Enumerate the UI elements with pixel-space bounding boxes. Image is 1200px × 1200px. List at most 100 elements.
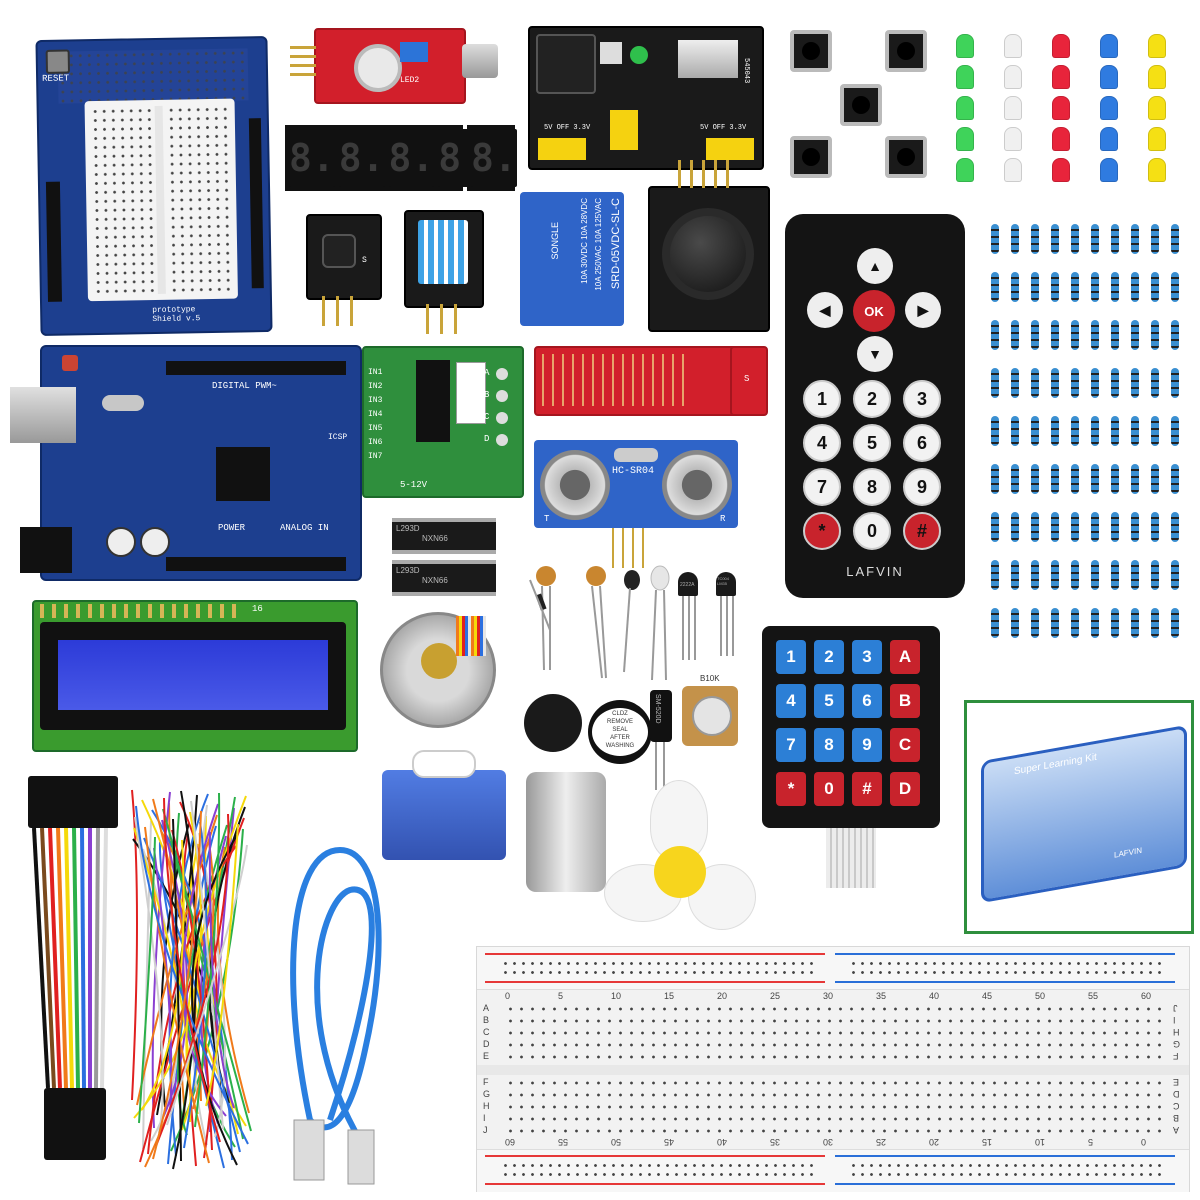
led (1052, 127, 1070, 151)
transistor (678, 572, 698, 596)
electrolytic-capacitor: SM-520D (650, 690, 672, 742)
resistor (991, 416, 999, 446)
passive-buzzer (524, 694, 582, 752)
resistor (1031, 368, 1039, 398)
resistor (1011, 272, 1019, 302)
dupont-wire (100, 827, 108, 1089)
resistor (1031, 560, 1039, 590)
sound-sensor-module: LED2 (314, 28, 466, 104)
resistor (1031, 608, 1039, 638)
remote-brand: LAFVIN (846, 564, 904, 579)
resistor (1031, 224, 1039, 254)
led (956, 34, 974, 58)
resistor (1071, 368, 1079, 398)
lcd-screen (58, 640, 328, 710)
resistor (1031, 416, 1039, 446)
jumper-wire (153, 847, 173, 1113)
keypad-key: 5 (814, 684, 844, 718)
relay-text-3: 10A 30VDC 10A 28VDC (580, 198, 589, 284)
breadboard-row-letter: G (1173, 1039, 1181, 1049)
breadboard-row-letter: A (1173, 1125, 1180, 1135)
resistor (1011, 224, 1019, 254)
keypad-key: B (890, 684, 920, 718)
resistor (1091, 368, 1099, 398)
resistor (1011, 416, 1019, 446)
breadboard-column-number: 20 (929, 1137, 940, 1147)
uno-digital-label: DIGITAL PWM~ (212, 381, 277, 391)
resistor (991, 272, 999, 302)
breadboard-column-number: 55 (1088, 991, 1099, 1001)
resistor (1171, 464, 1179, 494)
ok-button: OK (853, 290, 895, 332)
dupont-wire (40, 827, 56, 1089)
keypad-key: # (852, 772, 882, 806)
resistor (1151, 464, 1159, 494)
remote-key: 5 (853, 424, 891, 462)
temperature-sensor (716, 572, 736, 596)
breadboard-row-letter: C (483, 1027, 490, 1037)
breadboard-column-number: 15 (982, 1137, 993, 1147)
resistor (1151, 320, 1159, 350)
jumper-wire (172, 790, 198, 1170)
resistor (991, 224, 999, 254)
jumper-wire (190, 800, 224, 1130)
resistor (1011, 320, 1019, 350)
mini-breadboard (84, 98, 238, 302)
lcd-1602: 16 (32, 600, 358, 752)
led (1100, 34, 1118, 58)
shield-board-label: prototype Shield v.5 (152, 305, 201, 325)
driver-pin-label: IN7 (368, 452, 383, 461)
led (1100, 65, 1118, 89)
breadboard-column-number: 25 (876, 1137, 887, 1147)
led (1004, 65, 1022, 89)
resistor (1051, 608, 1059, 638)
seven-segment-1digit-a: 8. (467, 125, 517, 191)
breadboard-column-number: 35 (876, 991, 887, 1001)
breadboard-column-number: 15 (664, 991, 675, 1001)
driver-pin-label: IN4 (368, 410, 383, 419)
driver-phase-label: A (484, 368, 490, 378)
keypad-key: 3 (852, 640, 882, 674)
breadboard-row-letter: F (483, 1077, 489, 1087)
resistor (1051, 512, 1059, 542)
resistor (991, 512, 999, 542)
keypad-key: D (890, 772, 920, 806)
down-arrow-button: ▼ (857, 336, 893, 372)
breadboard-power-module: 5V OFF 3.3V 5V OFF 3.3V 545043 (528, 26, 764, 170)
resistor (1051, 368, 1059, 398)
remote-key: 0 (853, 512, 891, 550)
resistor (1071, 416, 1079, 446)
resistor (1111, 272, 1119, 302)
led (1148, 34, 1166, 58)
led (1100, 96, 1118, 120)
led (956, 127, 974, 151)
jumper-wire (138, 836, 156, 1124)
resistor (1151, 608, 1159, 638)
temperature-sensor-label: TC004 LM35 (717, 576, 730, 586)
breadboard-column-number: 30 (823, 1137, 834, 1147)
breadboard-column-number: 0 (1141, 1137, 1147, 1147)
jumper-wire (163, 797, 221, 1143)
led (1148, 158, 1166, 182)
breadboard-row-letter: F (1173, 1051, 1179, 1061)
resistor (1171, 416, 1179, 446)
dht11-module (404, 210, 484, 308)
jumper-wire (166, 844, 248, 1126)
resistor (991, 464, 999, 494)
resistor (1031, 464, 1039, 494)
resistor (1131, 416, 1139, 446)
sensor-microphone (462, 44, 498, 78)
keypad-key: A (890, 640, 920, 674)
thermistor (623, 570, 640, 673)
ir-receiver-module: S (306, 214, 382, 300)
remote-key: 8 (853, 468, 891, 506)
servo-motor (382, 750, 506, 860)
resistor (1111, 608, 1119, 638)
resistor (1151, 368, 1159, 398)
shield-perfboard (57, 48, 249, 104)
keypad-ribbon (826, 828, 876, 888)
resistor (1071, 320, 1079, 350)
